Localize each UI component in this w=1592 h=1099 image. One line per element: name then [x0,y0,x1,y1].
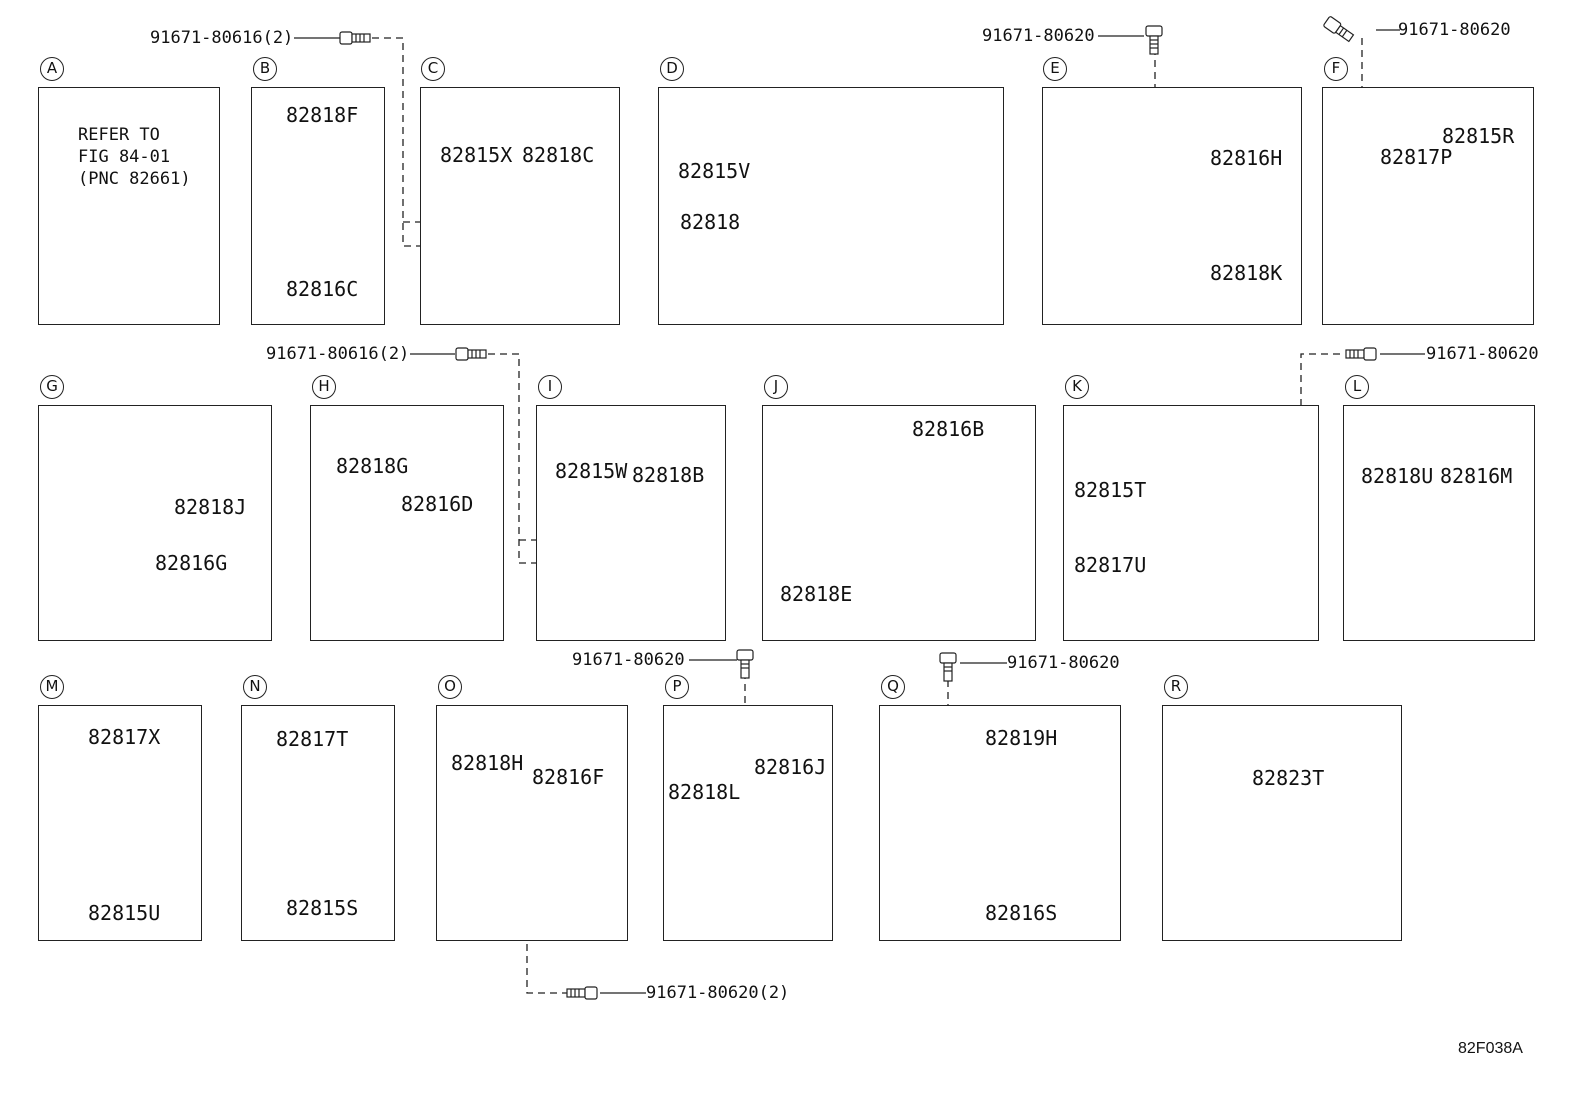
panel-letter-k: K [1065,375,1089,399]
part-label-82817p[interactable]: 82817P [1380,145,1453,169]
part-label-82815r[interactable]: 82815R [1442,124,1515,148]
panel-b [251,87,385,325]
panel-o [436,705,628,941]
drawing-code: 82F038A [1458,1040,1523,1057]
panel-j [762,405,1036,641]
part-label-82815x[interactable]: 82815X [440,143,513,167]
part-label-82818f[interactable]: 82818F [286,103,359,127]
panel-k [1063,405,1319,641]
part-label-82818j[interactable]: 82818J [174,495,247,519]
panel-f [1322,87,1534,325]
part-label-82815u[interactable]: 82815U [88,901,161,925]
part-label-82816b[interactable]: 82816B [912,417,985,441]
panel-h [310,405,504,641]
screw-label-o[interactable]: 91671-80620(2) [646,983,790,1003]
panel-letter-n: N [243,675,267,699]
part-label-82816f[interactable]: 82816F [532,765,605,789]
panel-n [241,705,395,941]
panel-letter-a: A [40,57,64,81]
part-label-82818[interactable]: 82818 [680,210,741,234]
part-label-82815w[interactable]: 82815W [555,459,628,483]
panel-letter-p: P [665,675,689,699]
refer-note-line-2: FIG 84-01 [78,147,171,167]
screw-label-i[interactable]: 91671-80616(2) [266,344,410,364]
refer-note-line-3: (PNC 82661) [78,169,191,189]
part-label-82815v[interactable]: 82815V [678,159,751,183]
part-label-82819h[interactable]: 82819H [985,726,1058,750]
panel-letter-q: Q [881,675,905,699]
part-label-82818b[interactable]: 82818B [632,463,705,487]
part-label-82816g[interactable]: 82816G [155,551,228,575]
part-label-82815s[interactable]: 82815S [286,896,359,920]
screw-label-c[interactable]: 91671-80616(2) [150,28,294,48]
part-label-82818l[interactable]: 82818L [668,780,741,804]
panel-i [536,405,726,641]
panel-letter-r: R [1164,675,1188,699]
part-label-82817x[interactable]: 82817X [88,725,161,749]
part-label-82818c[interactable]: 82818C [522,143,595,167]
part-label-82817u[interactable]: 82817U [1074,553,1147,577]
panel-d [658,87,1004,325]
panel-letter-j: J [764,375,788,399]
panel-letter-f: F [1324,57,1348,81]
panel-letter-c: C [421,57,445,81]
panel-e [1042,87,1302,325]
refer-note-line-1: REFER TO [78,125,160,145]
part-label-82817t[interactable]: 82817T [276,727,349,751]
panel-a [38,87,220,325]
screw-label-q[interactable]: 91671-80620 [1007,653,1120,673]
part-label-82816d[interactable]: 82816D [401,492,474,516]
panel-q [879,705,1121,941]
screw-label-e[interactable]: 91671-80620 [982,26,1095,46]
part-label-82818k[interactable]: 82818K [1210,261,1283,285]
screw-label-p[interactable]: 91671-80620 [572,650,685,670]
part-label-82816m[interactable]: 82816M [1440,464,1513,488]
panel-letter-o: O [438,675,462,699]
panel-letter-i: I [538,375,562,399]
panel-m [38,705,202,941]
part-label-82818e[interactable]: 82818E [780,582,853,606]
part-label-82818u[interactable]: 82818U [1361,464,1434,488]
part-label-82823t[interactable]: 82823T [1252,766,1325,790]
part-label-82816h[interactable]: 82816H [1210,146,1283,170]
screw-label-k[interactable]: 91671-80620 [1426,344,1539,364]
panel-letter-e: E [1043,57,1067,81]
panel-r [1162,705,1402,941]
panel-letter-l: L [1345,375,1369,399]
panel-l [1343,405,1535,641]
panel-c [420,87,620,325]
part-label-82816j[interactable]: 82816J [754,755,827,779]
panel-letter-m: M [40,675,64,699]
panel-letter-b: B [253,57,277,81]
panel-letter-h: H [312,375,336,399]
panel-letter-d: D [660,57,684,81]
part-label-82816c[interactable]: 82816C [286,277,359,301]
panel-p [663,705,833,941]
screw-label-f[interactable]: 91671-80620 [1398,20,1511,40]
part-label-82818g[interactable]: 82818G [336,454,409,478]
part-label-82816s[interactable]: 82816S [985,901,1058,925]
panel-g [38,405,272,641]
part-label-82818h[interactable]: 82818H [451,751,524,775]
part-label-82815t[interactable]: 82815T [1074,478,1147,502]
panel-letter-g: G [40,375,64,399]
